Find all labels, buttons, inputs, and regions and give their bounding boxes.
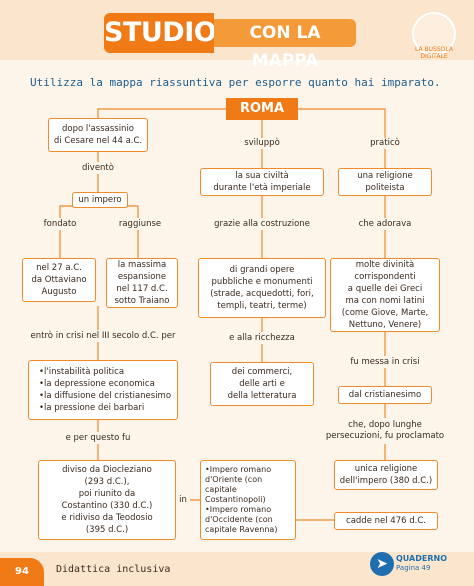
node-line: molte divinità [355,260,415,270]
node-line: Costantino (330 d.C.) [61,501,153,511]
logo-text: LA BUSSOLA DIGITALE [415,46,453,60]
node-line: unica religione [354,464,418,474]
node-line: Nettuno, Venere) [348,320,422,330]
node-unica-religione: unica religione dell'impero (380 d.C.) [334,460,438,490]
node-line: politeista [365,183,405,193]
label-per-questo: e per questo fu [58,433,138,444]
node-line: templi, teatri, terme) [217,301,307,311]
label-in: in [176,495,190,506]
node-assassinio-cesare: dopo l'assassinio di Cesare nel 44 a.C. [48,118,148,152]
node-line: a quelle dei Greci [347,284,423,294]
quaderno-page: Pagina 49 [396,564,431,572]
node-line: e ridiviso da Teodosio [61,513,153,523]
node-line: pubbliche e monumenti [211,277,313,287]
node-line: dopo l'assassinio [61,124,135,134]
root-node-roma: ROMA [226,98,298,120]
list-item: l'instabilità politica [39,366,174,378]
node-line: sotto Traiano [114,296,170,306]
label-sviluppo: sviluppò [226,138,298,149]
page-title-mappa: CON LA MAPPA [214,19,356,71]
node-line: corrispondenti [354,272,416,282]
label-grazie: grazie alla costruzione [202,219,322,230]
node-opere: di grandi opere pubbliche e monumenti (s… [198,258,326,318]
label-entro-in-crisi: entrò in crisi nel III secolo d.C. per [22,331,184,342]
node-line: dal cristianesimo [348,390,422,400]
node-line: (strade, acquedotti, fori, [210,289,314,299]
label-line: che, dopo lunghe [348,420,422,430]
instruction-text: Utilizza la mappa riassuntiva per esporr… [30,76,441,89]
crisi-list: l'instabilità politica la depressione ec… [39,366,174,414]
list-item: la pressione dei barbari [39,402,174,414]
label-messa-in-crisi: fu messa in crisi [342,357,428,368]
node-line: la massima [117,260,167,270]
node-traiano: la massima espansione nel 117 d.C. sotto… [106,258,178,308]
node-un-impero: un impero [72,192,128,208]
node-line: Augusto [41,287,77,297]
list-item: Impero romano d'Occidente (con capitale … [205,505,292,535]
node-line: della letteratura [227,391,297,401]
node-line: (come Giove, Marte, [341,308,429,318]
quaderno-icon: ➤ [370,552,394,576]
label-ricchezza: e alla ricchezza [216,333,308,344]
node-line: espansione [117,272,167,282]
label-adorava: che adorava [350,219,420,230]
list-item: Impero romano d'Oriente (con capitale Co… [205,465,292,505]
node-line: (395 d.C.) [85,525,129,535]
label-fondato: fondato [28,219,92,230]
node-line: da Ottaviano [31,275,87,285]
footer-section: Didattica inclusiva [56,564,171,575]
node-line: diviso da Diocleziano [62,465,152,475]
node-line: nel 27 a.C. [36,263,82,273]
node-cadde: cadde nel 476 d.C. [334,512,438,530]
node-cristianesimo: dal cristianesimo [338,386,432,404]
node-line: nel 117 d.C. [116,284,168,294]
node-line: durante l'età imperiale [213,183,311,193]
footer-band [0,552,474,586]
bussola-logo-icon [412,12,456,56]
node-line: cadde nel 476 d.C. [346,516,426,526]
quaderno-link[interactable]: ➤ QUADERNO Pagina 49 [370,550,466,580]
page-title-studio: STUDIO [104,13,217,53]
label-proclamato: che, dopo lunghe persecuzioni, fu procla… [322,420,448,442]
label-raggiunse: raggiunse [108,219,172,230]
node-line: di grandi opere [229,265,295,275]
list-item: la diffusione del cristianesimo [39,390,174,402]
node-line: dell'impero (380 d.C.) [339,476,433,486]
node-line: dei commerci, [231,367,293,377]
node-line: di Cesare nel 44 a.C. [53,136,143,146]
node-civilta: la sua civiltà durante l'età imperiale [200,168,324,196]
node-line: una religione [357,171,413,181]
node-line: ma con nomi latini [345,296,425,306]
node-line: poi riunito da [78,489,136,499]
node-diviso: diviso da Diocleziano (293 d.C.), poi ri… [38,460,176,540]
label-line: persecuzioni, fu proclamato [325,431,445,441]
list-item: la depressione economica [39,378,174,390]
node-religione: una religione politeista [338,168,432,196]
node-line: la sua civiltà [235,171,289,181]
node-ottaviano: nel 27 a.C. da Ottaviano Augusto [22,258,96,302]
label-divento: diventò [68,163,128,174]
node-imperi: Impero romano d'Oriente (con capitale Co… [200,460,296,540]
quaderno-title: QUADERNO [396,554,448,563]
page-number: 94 [0,558,44,586]
imperi-list: Impero romano d'Oriente (con capitale Co… [205,465,292,535]
node-divinita: molte divinità corrispondenti a quelle d… [330,258,440,332]
node-cause-crisi: l'instabilità politica la depressione ec… [28,360,178,420]
label-pratico: praticò [355,138,415,149]
node-line: delle arti e [239,379,285,389]
node-commerci: dei commerci, delle arti e della lettera… [210,362,314,406]
node-line: (293 d.C.), [84,477,130,487]
node-line: un impero [78,195,122,205]
